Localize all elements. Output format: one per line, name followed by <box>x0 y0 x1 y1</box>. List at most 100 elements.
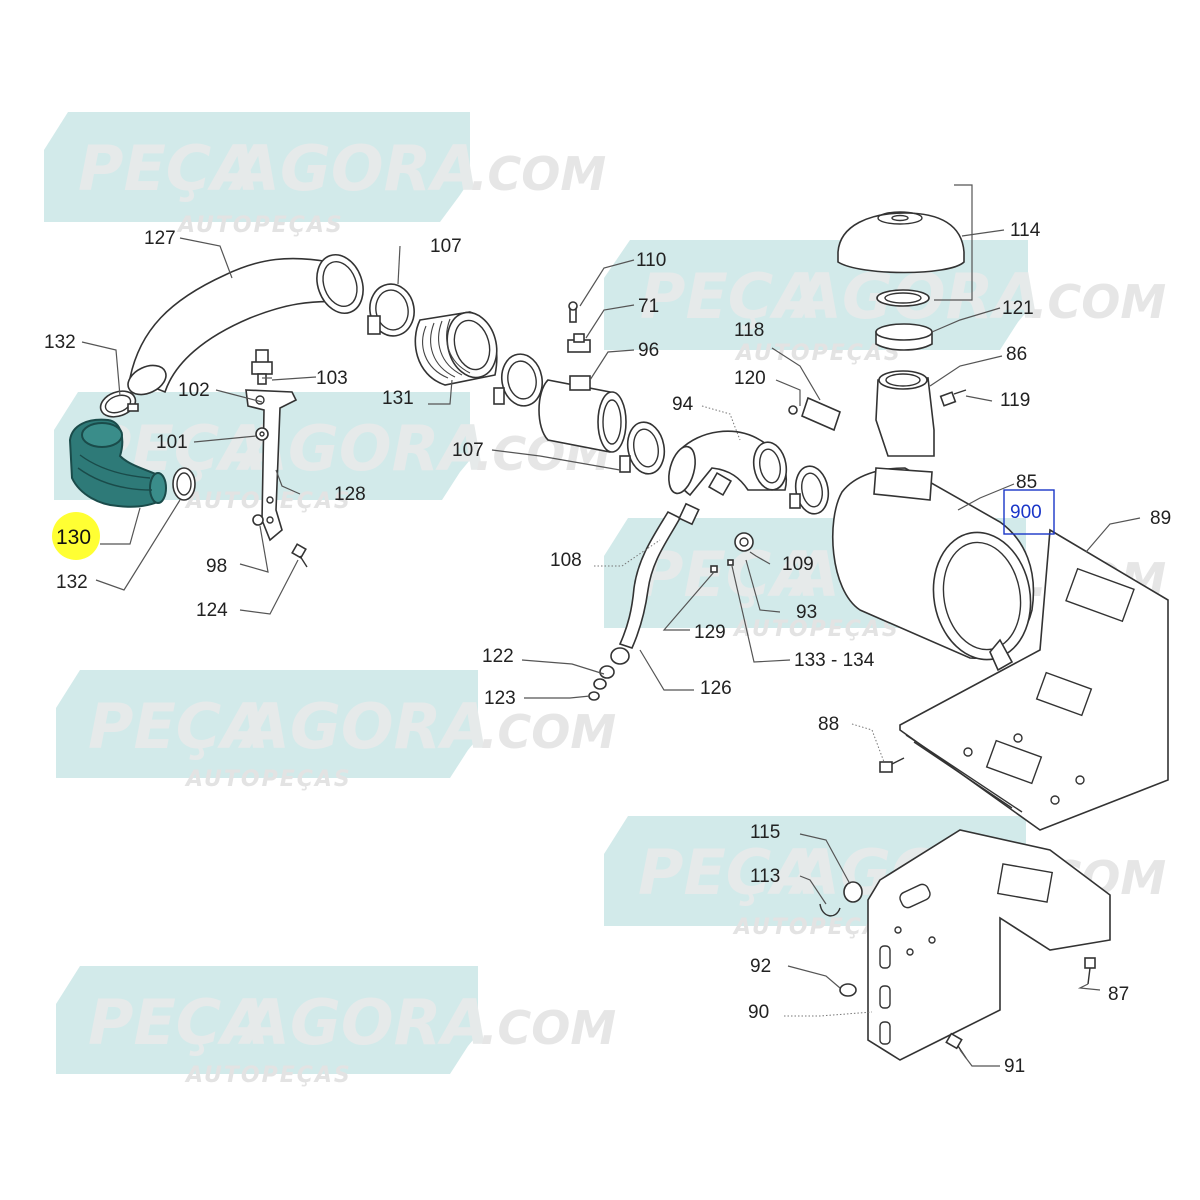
callout-124[interactable]: 124 <box>196 600 228 621</box>
part-132-clamp-upper[interactable] <box>97 387 139 422</box>
watermark-tagline: AUTOPEÇAS <box>734 341 902 366</box>
callout-130[interactable]: 130 <box>56 526 91 549</box>
watermark-7: PEÇA AGORA .COM AUTOPEÇAS <box>56 966 616 1088</box>
part-103-rubber-mount[interactable] <box>251 349 273 385</box>
callout-91[interactable]: 91 <box>1004 1056 1025 1077</box>
callout-126[interactable]: 126 <box>700 678 732 699</box>
callout-129[interactable]: 129 <box>694 622 726 643</box>
callout-102[interactable]: 102 <box>178 380 210 401</box>
callout-120[interactable]: 120 <box>734 368 766 389</box>
part-120-screw[interactable] <box>788 405 798 415</box>
part-90-lower-bracket[interactable] <box>867 829 1111 1061</box>
part-114-precleaner-cap[interactable] <box>837 211 965 274</box>
callout-108[interactable]: 108 <box>550 550 582 571</box>
callout-132[interactable]: 132 <box>44 332 76 353</box>
watermark-band <box>56 966 478 1074</box>
part-107-clamp-mid[interactable] <box>493 351 546 409</box>
part-87-bolt[interactable] <box>1084 957 1096 985</box>
watermark-brand-left: PEÇA <box>88 986 269 1059</box>
leader-lines <box>81 184 1141 1067</box>
part-124-screw[interactable] <box>291 543 308 568</box>
watermark-brand-right: AGORA <box>237 690 489 763</box>
part-86-outlet-adapter[interactable] <box>875 370 935 457</box>
callout-86[interactable]: 86 <box>1006 344 1027 365</box>
watermark-brand-left: PEÇA <box>640 260 821 333</box>
part-88-bolt[interactable] <box>879 757 905 773</box>
callout-122[interactable]: 122 <box>482 646 514 667</box>
part-93-nut[interactable] <box>734 532 754 552</box>
part-122-fitting[interactable] <box>593 647 630 690</box>
callout-87[interactable]: 87 <box>1108 984 1129 1005</box>
part-107-clamp-upper[interactable] <box>366 281 418 340</box>
part-92-washer[interactable] <box>839 983 857 997</box>
part-114-ring[interactable] <box>876 289 930 307</box>
watermark-domain: .COM <box>470 147 606 201</box>
callout-71[interactable]: 71 <box>638 296 659 317</box>
callout-110[interactable]: 110 <box>636 250 666 271</box>
callout-107[interactable]: 107 <box>452 440 484 461</box>
part-107-clamp-lower[interactable] <box>619 419 668 476</box>
callout-119[interactable]: 119 <box>1000 390 1030 411</box>
callout-92[interactable]: 92 <box>750 956 771 977</box>
callout-121[interactable]: 121 <box>1002 298 1034 319</box>
callout-132[interactable]: 132 <box>56 572 88 593</box>
callout-128[interactable]: 128 <box>334 484 366 505</box>
callout-107[interactable]: 107 <box>430 236 462 257</box>
part-108-hose[interactable] <box>618 502 700 649</box>
watermark-tagline: AUTOPEÇAS <box>176 213 344 238</box>
callout-88[interactable]: 88 <box>818 714 839 735</box>
part-131-bellows[interactable] <box>414 307 503 386</box>
callout-101[interactable]: 101 <box>156 432 188 453</box>
part-118-plate[interactable] <box>801 396 841 432</box>
callout-89[interactable]: 89 <box>1150 508 1171 529</box>
watermark-brand-right: AGORA <box>237 986 489 1059</box>
callout-900[interactable]: 900 <box>1010 502 1042 523</box>
part-98-nut[interactable] <box>252 514 264 526</box>
callout-98[interactable]: 98 <box>206 556 227 577</box>
callout-118[interactable]: 118 <box>734 320 764 341</box>
callout-127[interactable]: 127 <box>144 228 176 249</box>
callout-114[interactable]: 114 <box>1010 220 1041 241</box>
watermark-brand-left: PEÇA <box>638 538 819 611</box>
watermark-brand-right: AGORA <box>227 132 479 205</box>
part-900-air-filter[interactable] <box>832 467 1041 672</box>
callout-130-highlight <box>52 512 100 560</box>
callout-96[interactable]: 96 <box>638 340 659 361</box>
part-121-gasket[interactable] <box>875 323 933 351</box>
part-110-screw[interactable] <box>568 301 578 323</box>
part-123-oring[interactable] <box>588 691 600 701</box>
watermark-1: PEÇA AGORA .COM AUTOPEÇAS <box>44 112 606 238</box>
part-71-sensor[interactable] <box>567 333 591 353</box>
part-109-clamp[interactable] <box>789 464 832 517</box>
watermark-domain: .COM <box>480 705 616 759</box>
callout-113[interactable]: 113 <box>750 866 780 887</box>
part-94-elbow[interactable] <box>664 430 790 497</box>
part-115-grommet[interactable] <box>843 881 863 903</box>
part-113-clip[interactable] <box>819 903 841 917</box>
watermark-tagline: AUTOPEÇAS <box>184 1063 352 1088</box>
part-101-washer[interactable] <box>255 427 269 441</box>
part-89-mounting-bracket[interactable] <box>899 528 1169 831</box>
watermark-tagline: AUTOPEÇAS <box>732 617 900 642</box>
callout-123[interactable]: 123 <box>484 688 516 709</box>
watermark-5: PEÇA AGORA .COM AUTOPEÇAS <box>56 670 616 792</box>
callout-109[interactable]: 109 <box>782 554 814 575</box>
callout-85[interactable]: 85 <box>1016 472 1037 493</box>
callout-900-box[interactable] <box>1003 489 1055 535</box>
part-130-elbow-hose[interactable] <box>68 418 167 508</box>
callout-94[interactable]: 94 <box>672 394 694 415</box>
callout-133-134[interactable]: 133 - 134 <box>794 650 875 671</box>
callout-103[interactable]: 103 <box>316 368 348 389</box>
watermark-band <box>44 112 470 222</box>
watermark-domain: .COM <box>480 1001 616 1055</box>
callout-115[interactable]: 115 <box>750 822 780 843</box>
callout-131[interactable]: 131 <box>382 388 414 409</box>
part-132-clamp-lower[interactable] <box>172 467 196 501</box>
part-127-intake-tube[interactable] <box>123 248 371 400</box>
part-119-bolt[interactable] <box>939 389 967 407</box>
callout-labels: 127 107 132 103 102 131 101 128 130 132 … <box>44 220 1171 1077</box>
callout-90[interactable]: 90 <box>748 1002 769 1023</box>
callout-93[interactable]: 93 <box>796 602 817 623</box>
part-96-flow-meter[interactable] <box>538 375 627 453</box>
